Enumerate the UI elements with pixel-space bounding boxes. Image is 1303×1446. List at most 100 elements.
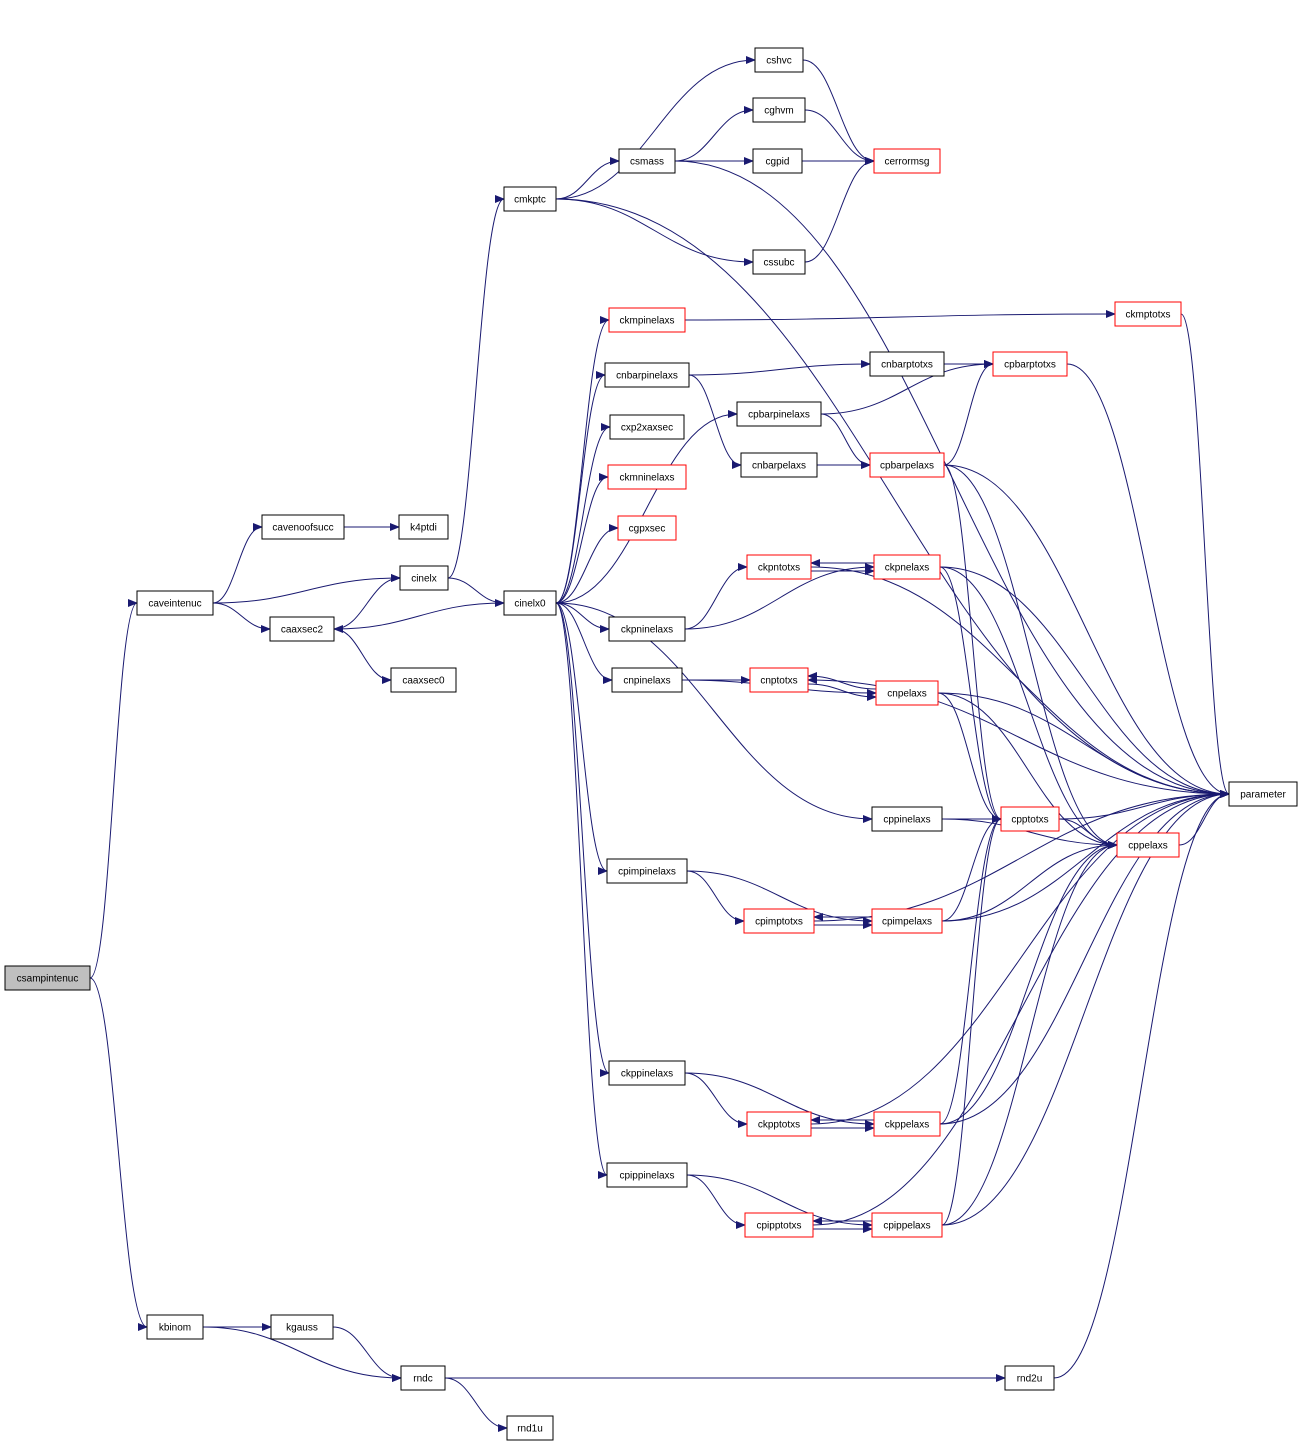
- node-ckmninelaxs[interactable]: ckmninelaxs: [607, 464, 687, 490]
- node-cpimptotxs[interactable]: cpimptotxs: [743, 908, 815, 934]
- edge-rndc-to-rnd1u: [444, 1377, 508, 1432]
- edge-cmkptc-to-csmass: [555, 157, 620, 200]
- node-label: cnpinelaxs: [623, 676, 670, 687]
- edge-cnbarpinelaxs-to-cnbarpelaxs: [688, 374, 742, 469]
- edge-cinelx0-to-ckmpinelaxs: [555, 316, 610, 604]
- node-cxp2xaxsec[interactable]: cxp2xaxsec: [609, 414, 685, 440]
- node-cppelaxs[interactable]: cppelaxs: [1116, 832, 1180, 858]
- node-cpbarpelaxs[interactable]: cpbarpelaxs: [869, 452, 945, 478]
- node-cerrormsg[interactable]: cerrormsg: [873, 148, 941, 174]
- node-csampintenuc[interactable]: csampintenuc: [4, 965, 91, 991]
- node-ckppinelaxs[interactable]: ckppinelaxs: [608, 1060, 686, 1086]
- node-cpippelaxs[interactable]: cpippelaxs: [871, 1212, 943, 1238]
- node-label: rndc: [413, 1374, 432, 1385]
- edge-ckppinelaxs-to-ckpptotxs: [684, 1072, 748, 1128]
- node-label: cnptotxs: [760, 676, 797, 687]
- edge-cpbarpelaxs-to-cppelaxs: [943, 464, 1118, 849]
- node-label: cnbarpelaxs: [752, 461, 806, 472]
- node-cgpid[interactable]: cgpid: [752, 148, 803, 174]
- node-box: [261, 514, 345, 540]
- node-cssubc[interactable]: cssubc: [752, 249, 806, 275]
- node-cghvm[interactable]: cghvm: [752, 97, 806, 123]
- node-label: cnpelaxs: [887, 689, 926, 700]
- edge-cpippinelaxs-to-cpipptotxs: [686, 1174, 746, 1229]
- node-csmass[interactable]: csmass: [618, 148, 676, 174]
- node-cpbarpinelaxs[interactable]: cpbarpinelaxs: [736, 401, 822, 427]
- node-cavenoofsucc[interactable]: cavenoofsucc: [261, 514, 345, 540]
- node-cppinelaxs[interactable]: cppinelaxs: [871, 806, 943, 832]
- edge-cpimpelaxs-to-cppelaxs: [941, 841, 1118, 922]
- node-cnptotxs[interactable]: cnptotxs: [749, 667, 809, 693]
- edge-ckpninelaxs-to-ckpntotxs: [684, 563, 748, 630]
- node-cshvc[interactable]: cshvc: [754, 47, 804, 73]
- edge-cinelx0-to-cpbarpinelaxs: [555, 410, 738, 604]
- node-label: csmass: [630, 157, 664, 168]
- node-box: [608, 307, 686, 333]
- node-cpippinelaxs[interactable]: cpippinelaxs: [606, 1162, 688, 1188]
- node-box: [740, 452, 818, 478]
- node-box: [506, 1415, 554, 1441]
- node-label: caaxsec0: [402, 676, 445, 687]
- node-box: [399, 565, 449, 591]
- node-ckpninelaxs[interactable]: ckpninelaxs: [608, 616, 686, 642]
- node-caaxsec0[interactable]: caaxsec0: [390, 667, 457, 693]
- node-cpimpinelaxs[interactable]: cpimpinelaxs: [606, 858, 688, 884]
- node-label: cppelaxs: [1128, 841, 1167, 852]
- node-ckpnelaxs[interactable]: ckpnelaxs: [873, 554, 941, 580]
- node-kgauss[interactable]: kgauss: [270, 1314, 334, 1340]
- node-ckpntotxs[interactable]: ckpntotxs: [746, 554, 812, 580]
- node-label: cnbarptotxs: [881, 360, 933, 371]
- node-box: [871, 1212, 943, 1238]
- node-cnbarpinelaxs[interactable]: cnbarpinelaxs: [604, 362, 690, 388]
- node-k4ptdi[interactable]: k4ptdi: [398, 514, 449, 540]
- node-label: ckpninelaxs: [621, 625, 673, 636]
- node-ckppelaxs[interactable]: ckppelaxs: [873, 1111, 941, 1137]
- edge-csampintenuc-to-kbinom: [89, 977, 148, 1331]
- node-cnpinelaxs[interactable]: cnpinelaxs: [611, 667, 683, 693]
- node-label: cghvm: [764, 106, 793, 117]
- node-cpptotxs[interactable]: cpptotxs: [1000, 806, 1060, 832]
- node-cnbarptotxs[interactable]: cnbarptotxs: [869, 351, 945, 377]
- node-rnd1u[interactable]: rnd1u: [506, 1415, 554, 1441]
- edge-cppinelaxs-to-cppelaxs: [941, 818, 1118, 849]
- node-box: [875, 680, 939, 706]
- node-box: [871, 806, 943, 832]
- node-label: cpipptotxs: [756, 1221, 801, 1232]
- node-rndc[interactable]: rndc: [400, 1365, 446, 1391]
- edge-rnd2u-to-parameter: [1053, 790, 1230, 1379]
- node-box: [992, 351, 1068, 377]
- node-cpipptotxs[interactable]: cpipptotxs: [744, 1212, 814, 1238]
- node-box: [752, 97, 806, 123]
- node-box: [873, 148, 941, 174]
- edge-ckpptotxs-to-parameter: [810, 790, 1230, 1125]
- node-cinelx[interactable]: cinelx: [399, 565, 449, 591]
- edge-cpbarpelaxs-to-parameter: [943, 464, 1230, 798]
- node-box: [606, 1162, 688, 1188]
- node-caveintenuc[interactable]: caveintenuc: [136, 590, 214, 616]
- node-label: cpippinelaxs: [619, 1171, 674, 1182]
- node-label: ckppinelaxs: [621, 1069, 673, 1080]
- node-cnpelaxs[interactable]: cnpelaxs: [875, 680, 939, 706]
- node-cpbarptotxs[interactable]: cpbarptotxs: [992, 351, 1068, 377]
- edge-cinelx0-to-ckpninelaxs: [555, 602, 610, 633]
- node-ckmpinelaxs[interactable]: ckmpinelaxs: [608, 307, 686, 333]
- node-parameter[interactable]: parameter: [1228, 781, 1298, 807]
- edge-cinelx0-to-ckmninelaxs: [555, 473, 609, 604]
- node-cmkptc[interactable]: cmkptc: [503, 186, 557, 212]
- node-ckmptotxs[interactable]: ckmptotxs: [1114, 301, 1182, 327]
- node-label: parameter: [1240, 790, 1286, 801]
- node-box: [736, 401, 822, 427]
- node-cnbarpelaxs[interactable]: cnbarpelaxs: [740, 452, 818, 478]
- node-cinelx0[interactable]: cinelx0: [503, 590, 557, 616]
- edge-ckppinelaxs-to-ckppelaxs: [684, 1072, 875, 1128]
- edge-ckppelaxs-to-cppelaxs: [939, 841, 1118, 1125]
- node-label: ckppelaxs: [885, 1120, 929, 1131]
- node-caaxsec2[interactable]: caaxsec2: [269, 616, 335, 642]
- node-cgpxsec[interactable]: cgpxsec: [617, 515, 677, 541]
- node-rnd2u[interactable]: rnd2u: [1004, 1365, 1055, 1391]
- node-ckpptotxs[interactable]: ckpptotxs: [746, 1111, 812, 1137]
- node-kbinom[interactable]: kbinom: [146, 1314, 204, 1340]
- node-cpimpelaxs[interactable]: cpimpelaxs: [871, 908, 943, 934]
- node-label: cavenoofsucc: [272, 523, 333, 534]
- node-box: [4, 965, 91, 991]
